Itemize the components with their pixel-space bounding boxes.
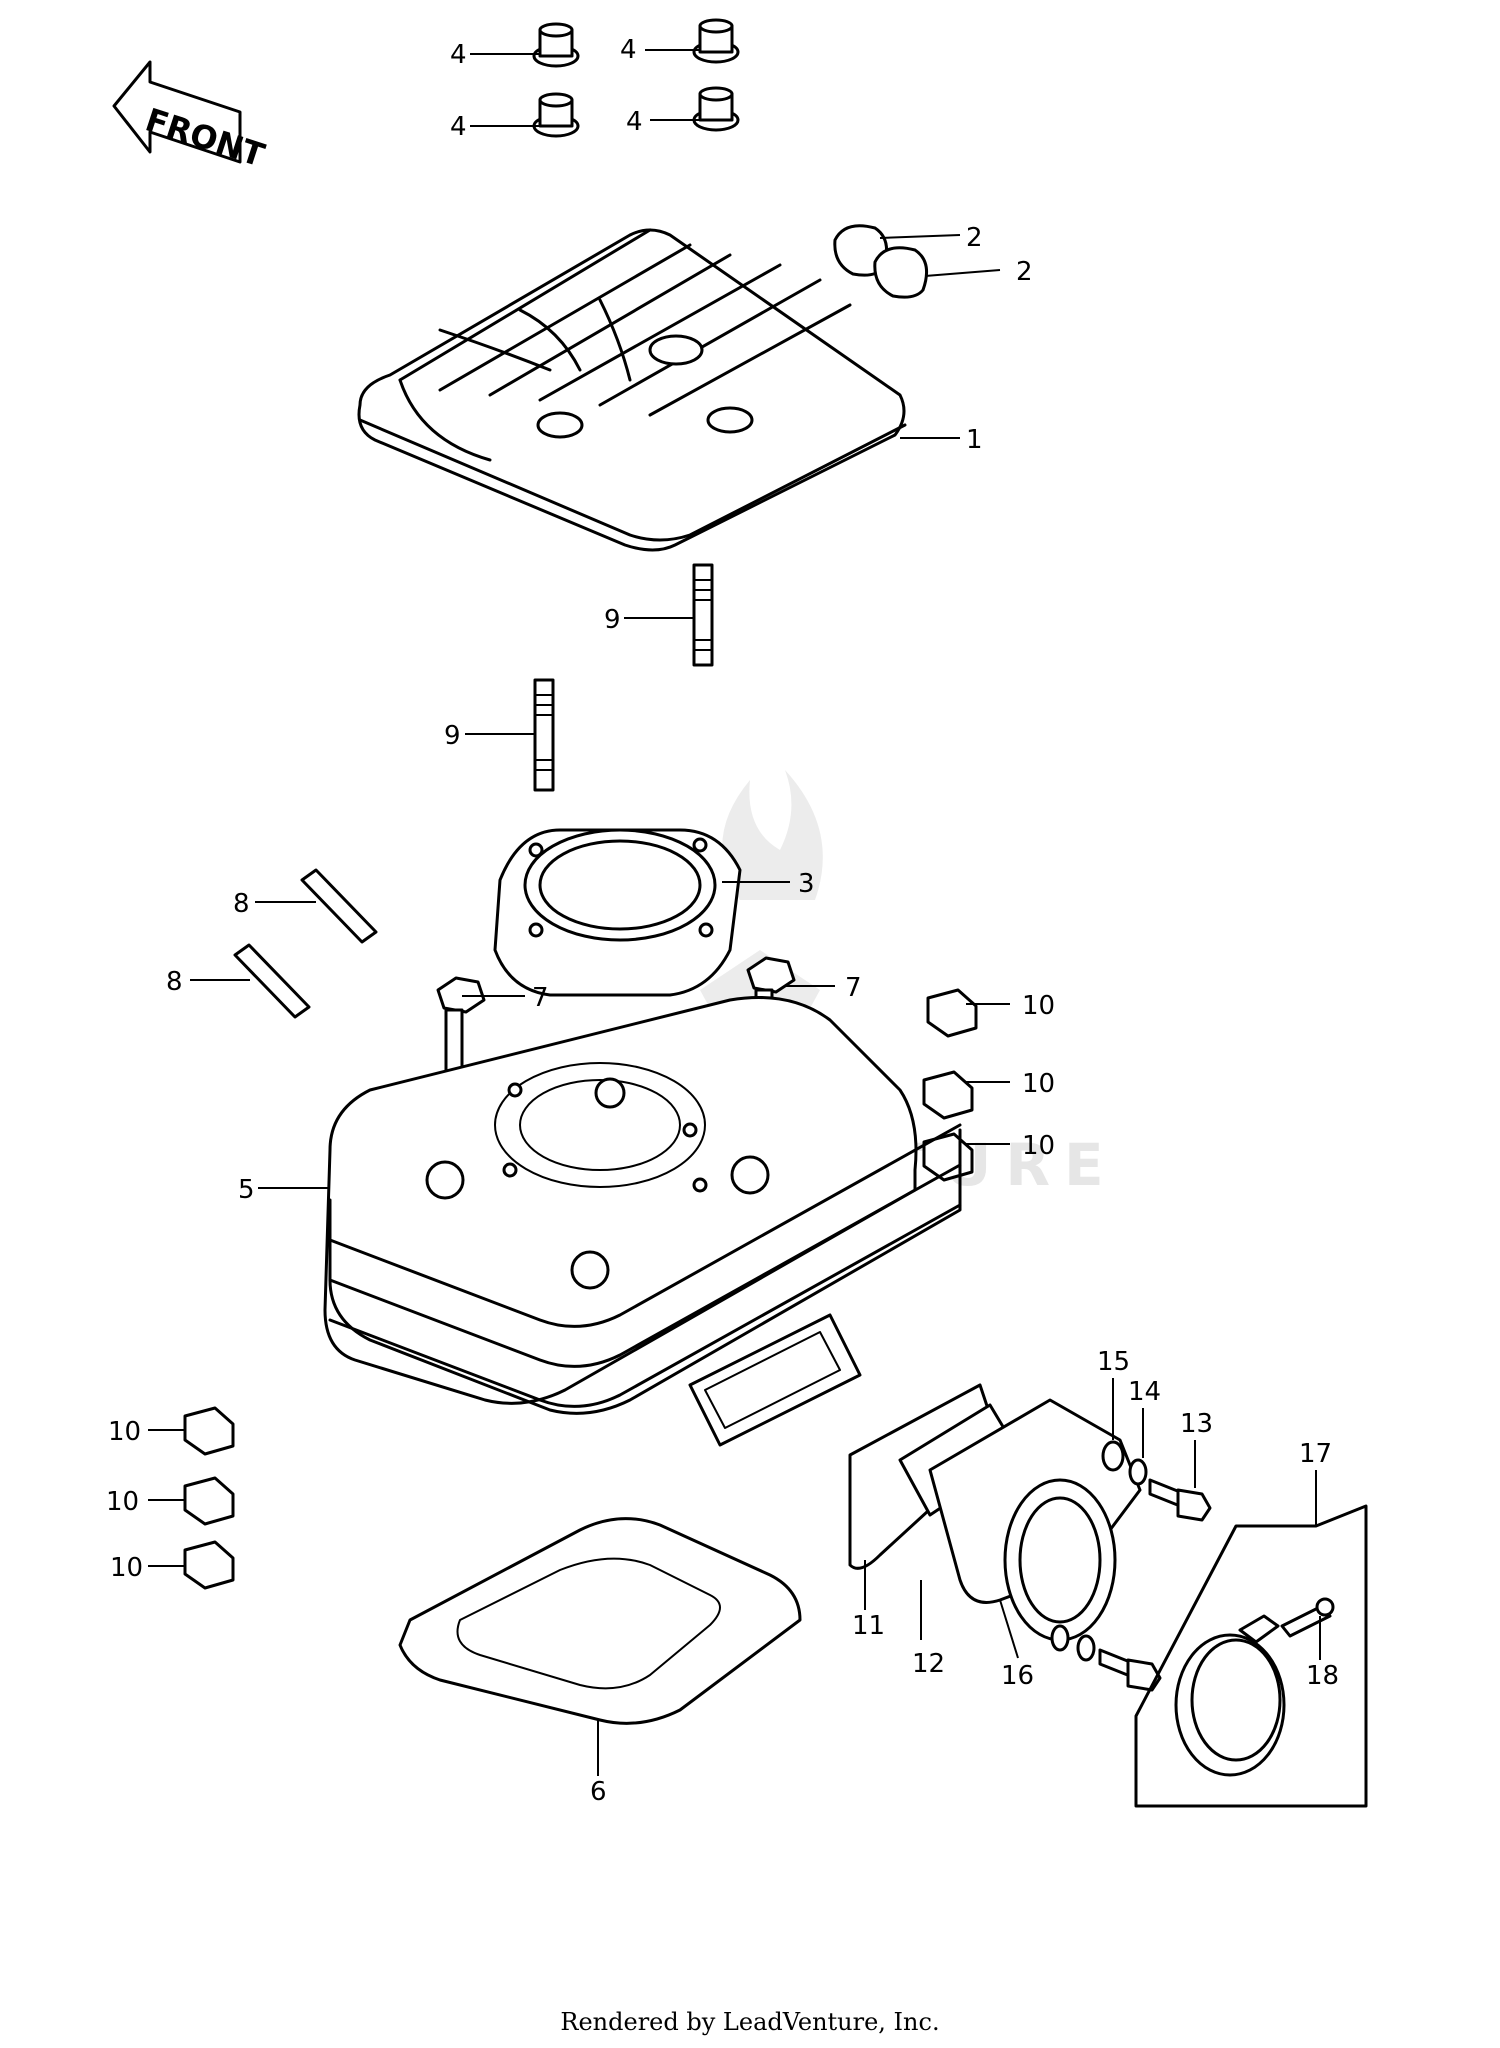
callout-4: 4: [620, 35, 637, 65]
clamp-assembly: [1134, 1504, 1368, 1808]
front-arrow: FRONT: [112, 60, 269, 175]
caps: [833, 224, 929, 299]
grommets-left: [183, 1406, 235, 1590]
callout-1: 1: [966, 425, 983, 455]
callout-17: 17: [1299, 1439, 1332, 1469]
intake-assembly: [848, 1383, 1142, 1642]
callout-4: 4: [626, 107, 643, 137]
callout-7: 7: [845, 973, 862, 1003]
cylinder-head: [357, 228, 907, 552]
cylinder: [323, 996, 962, 1447]
callout-10: 10: [1022, 1069, 1055, 1099]
nut-4b: [692, 18, 740, 64]
grommets-right: [922, 988, 978, 1182]
callout-10: 10: [106, 1487, 139, 1517]
callout-3: 3: [798, 869, 815, 899]
callout-10: 10: [110, 1553, 143, 1583]
callout-11: 11: [852, 1611, 885, 1641]
callout-labels: 4 4 4 4 2 2 1 9 9 3 8 8 7 7 10 10 10 5 1…: [106, 35, 1339, 1807]
callout-8: 8: [233, 889, 250, 919]
nut-4c: [532, 92, 580, 138]
callout-5: 5: [238, 1175, 255, 1205]
callout-18: 18: [1306, 1661, 1339, 1691]
head-gasket: [493, 828, 742, 997]
callout-2: 2: [1016, 257, 1033, 287]
studs-8: [233, 868, 378, 1019]
callout-13: 13: [1180, 1409, 1213, 1439]
callout-9: 9: [444, 721, 461, 751]
callout-10: 10: [1022, 1131, 1055, 1161]
callout-12: 12: [912, 1649, 945, 1679]
callout-10: 10: [108, 1417, 141, 1447]
studs-9: [533, 563, 714, 792]
callout-9: 9: [604, 605, 621, 635]
callout-15: 15: [1097, 1347, 1130, 1377]
leader-lines: [148, 49, 1321, 1776]
callout-2: 2: [966, 223, 983, 253]
nut-4d: [692, 86, 740, 132]
callout-10: 10: [1022, 991, 1055, 1021]
flange-nuts: [532, 18, 740, 138]
callout-16: 16: [1001, 1661, 1034, 1691]
callout-6: 6: [590, 1777, 607, 1807]
base-gasket: [398, 1517, 802, 1725]
callout-7: 7: [532, 983, 549, 1013]
nut-4a: [532, 22, 580, 68]
footer-credit: Rendered by LeadVenture, Inc.: [560, 2008, 940, 2036]
callout-14: 14: [1128, 1377, 1161, 1407]
callout-8: 8: [166, 967, 183, 997]
callout-4: 4: [450, 112, 467, 142]
callout-4: 4: [450, 40, 467, 70]
